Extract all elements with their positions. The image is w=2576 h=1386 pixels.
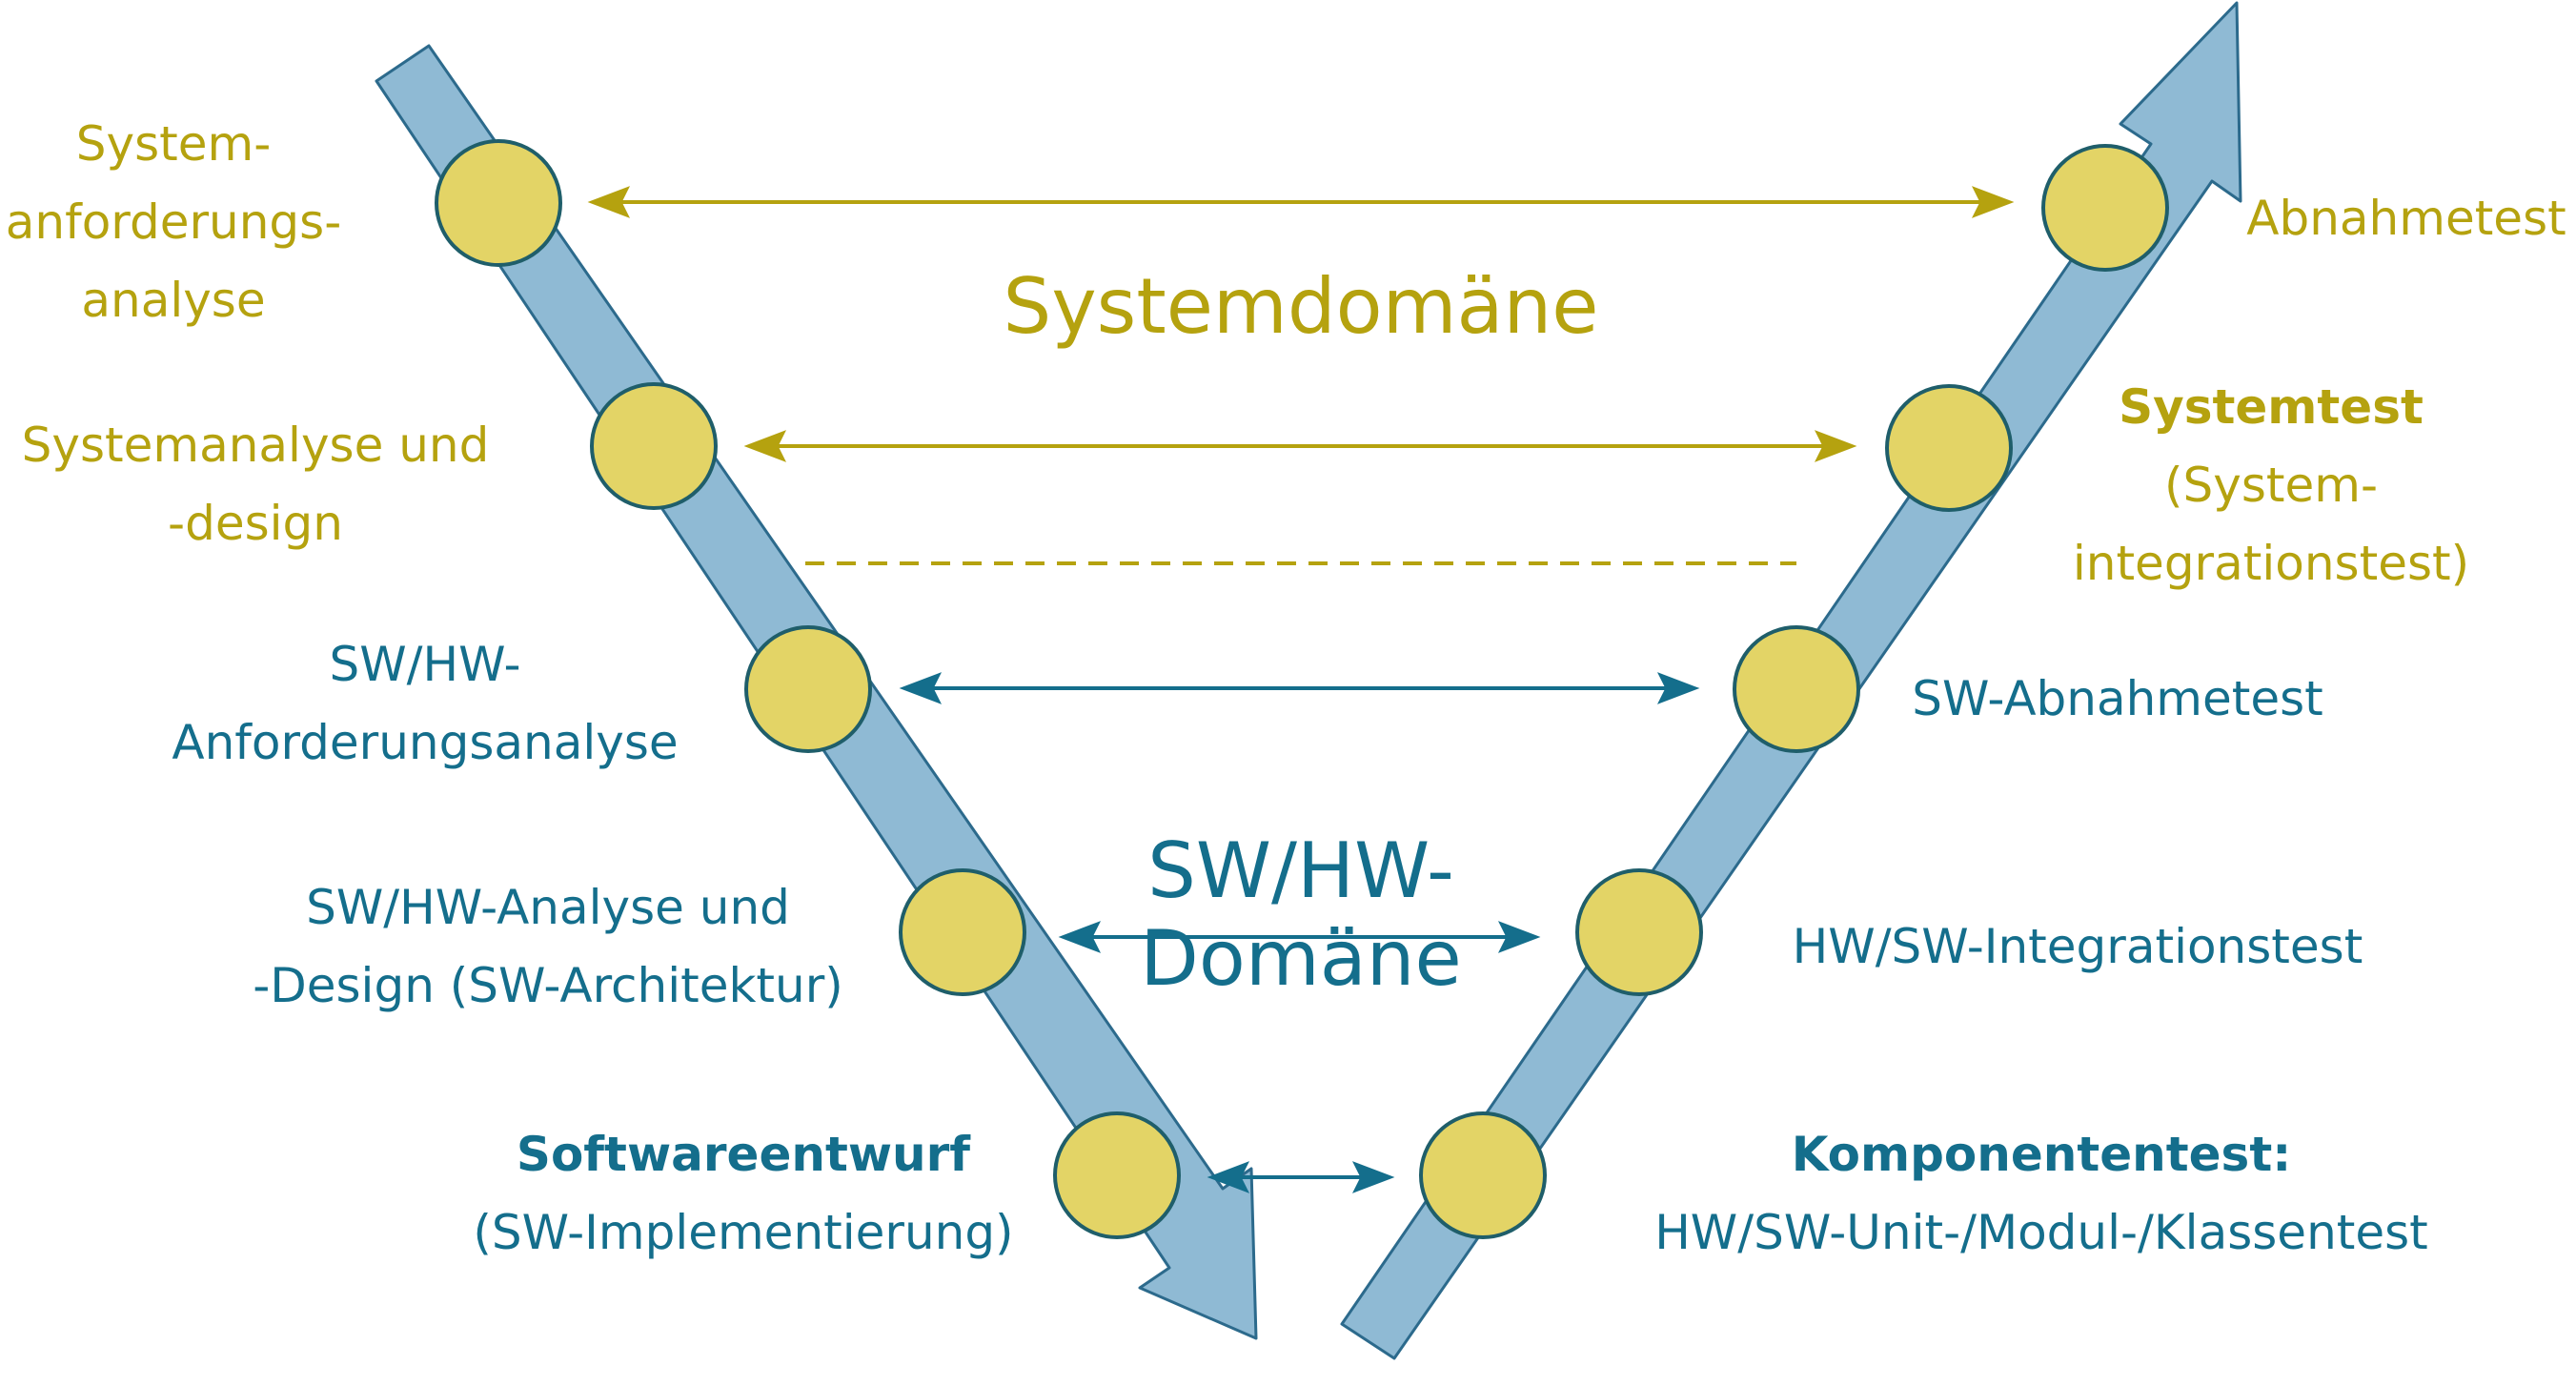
label-line: HW/SW-Integrationstest [1792,919,2363,974]
label-line: Systemanalyse und [21,418,490,473]
node-right-5 [1419,1111,1547,1239]
swhw-link-3 [1207,1161,1395,1193]
label-line: HW/SW-Unit-/Modul-/Klassentest [1654,1205,2428,1260]
phase-label-right-1: Abnahmetest [2246,179,2566,257]
node-right-3 [1733,625,1860,753]
system-domain-title: Systemdomäne [1003,262,1599,351]
node-left-1 [435,139,562,267]
system-link-2 [743,430,1857,462]
node-right-2 [1885,384,2013,512]
phase-label-left-3: SW/HW- Anforderungsanalyse [172,625,678,782]
phase-label-right-3: SW-Abnahmetest [1912,660,2323,738]
swhw-link-2 [1058,921,1541,953]
node-right-1 [2041,144,2169,272]
label-line: Abnahmetest [2246,191,2566,246]
node-right-4 [1575,868,1703,996]
label-line: System- [75,116,272,172]
phase-label-left-4: SW/HW-Analyse und -Design (SW-Architektu… [253,868,843,1025]
swhw-domain-title-line1: SW/HW- [1147,826,1454,915]
phase-label-left-5: Softwareentwurf (SW-Implementierung) [473,1115,1013,1272]
label-line: (System- [2164,458,2378,513]
label-line: SW-Abnahmetest [1912,671,2323,726]
phase-label-right-5: Komponententest: HW/SW-Unit-/Modul-/Klas… [1654,1115,2428,1272]
label-line: Anforderungsanalyse [172,715,679,770]
label-line: analyse [81,273,266,328]
label-line: SW/HW-Analyse und [306,880,790,935]
phase-label-right-2: Systemtest (System- integrationstest) [2073,368,2469,602]
label-line: Systemtest [2119,379,2424,435]
swhw-link-1 [899,672,1700,704]
node-left-2 [590,382,718,510]
system-link-1 [587,186,2015,218]
label-line: integrationstest) [2072,536,2470,591]
label-line: SW/HW- [329,637,521,692]
label-line: anforderungs- [5,194,342,250]
node-left-4 [899,868,1026,996]
label-line: -Design (SW-Architektur) [253,958,843,1013]
node-left-5 [1053,1111,1181,1239]
label-line: Softwareentwurf [516,1127,971,1182]
node-left-3 [744,625,872,753]
phase-label-left-2: Systemanalyse und -design [22,406,490,562]
label-line: -design [168,496,343,551]
swhw-domain-title-line2: Domäne [1140,914,1462,1003]
label-line: (SW-Implementierung) [473,1205,1014,1260]
label-line: Komponententest: [1791,1127,2292,1182]
phase-label-right-4: HW/SW-Integrationstest [1793,907,2363,986]
phase-label-left-1: System- anforderungs- analyse [6,105,341,339]
